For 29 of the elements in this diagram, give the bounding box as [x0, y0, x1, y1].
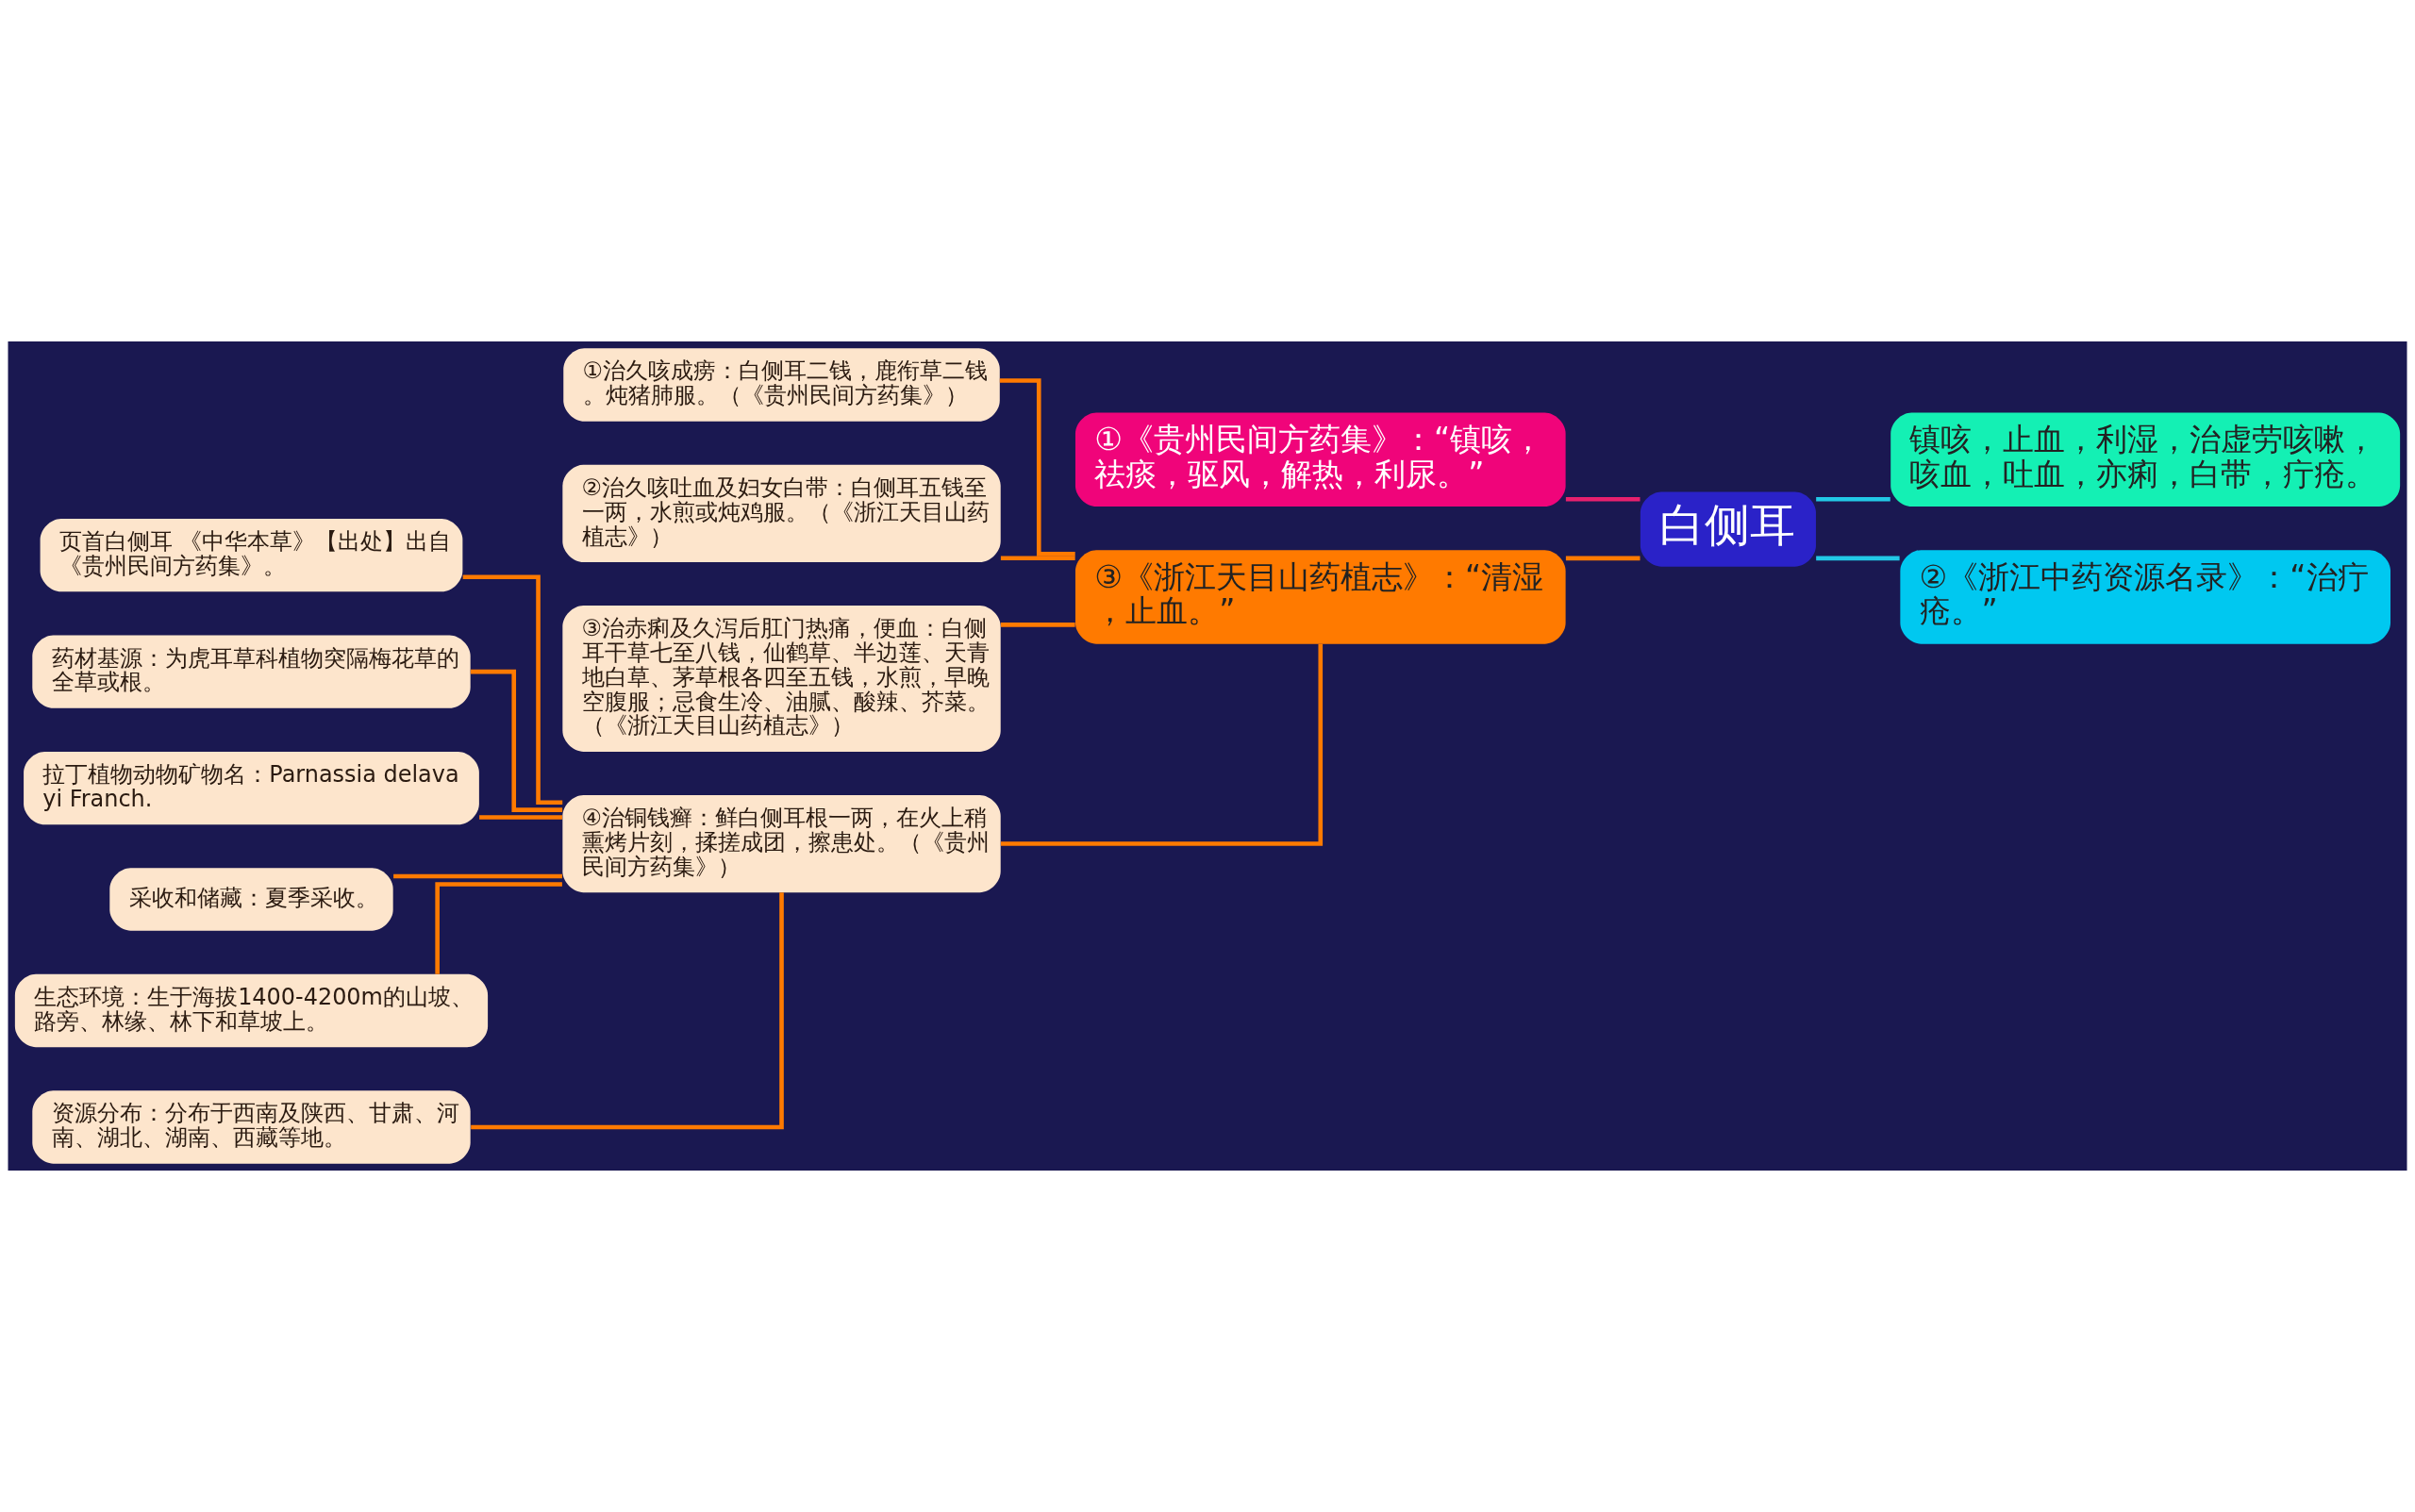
node-box: ③治赤痢及久泻后肛门热痛，便血：白侧耳干草七至八钱，仙鹤草、半边莲、天青地白草、茅草根各四至五钱，水煎，早晚空腹服；忌食生冷、油腻、酸辣、芥菜。（《浙江天目山药植志》）	[562, 606, 1001, 752]
connector	[1565, 496, 1641, 502]
node-box: 药材基源：为虎耳草科植物突隔梅花草的全草或根。	[32, 635, 471, 708]
connector	[393, 873, 562, 879]
node-box: ①《贵州民间方药集》：“镇咳，祛痰，驱风，解热，利尿。”	[1074, 412, 1566, 507]
connector	[1000, 643, 1324, 846]
node-box: ②治久咳吐血及妇女白带：白侧耳五钱至一两，水煎或炖鸡服。（《浙江天目山药植志》）	[562, 464, 1001, 563]
connector	[999, 378, 1075, 557]
connector	[462, 574, 563, 806]
node-box: 采收和储藏：夏季采收。	[109, 868, 393, 931]
node-box: ②《浙江中药资源名录》：“治疔疮。”	[1900, 550, 2390, 644]
node-box: ④治铜钱癣：鲜白侧耳根一两，在火上稍熏烤片刻，揉搓成团，擦患处。（《贵州民间方药集》）	[562, 794, 1001, 893]
connector	[470, 669, 563, 812]
connector	[1816, 556, 1900, 561]
node-box: 生态环境：生于海拔1400-4200m的山坡、路旁、林缘、林下和草坡上。	[14, 973, 489, 1048]
node-box: 白侧耳	[1640, 491, 1816, 567]
node-box: 镇咳，止血，利湿，治虚劳咳嗽，咳血，吐血，亦痢，白带，疔疮。	[1890, 412, 2401, 507]
node-box: 资源分布：分布于西南及陕西、甘肃、河南、湖北、湖南、西藏等地。	[32, 1090, 471, 1164]
connector	[471, 892, 784, 1130]
node-box: ③《浙江天目山药植志》：“清湿，止血。”	[1074, 550, 1566, 644]
connector	[435, 882, 562, 974]
connector	[1000, 623, 1075, 627]
connector	[1816, 496, 1890, 502]
node-box: 页首白侧耳 《中华本草》【出处】出自《贵州民间方药集》。	[40, 518, 463, 592]
connector	[1565, 556, 1641, 561]
node-box: ①治久咳成痨：白侧耳二钱，鹿衔草二钱。炖猪肺服。（《贵州民间方药集》）	[563, 348, 1000, 422]
connector	[1000, 556, 1075, 561]
connector	[479, 815, 562, 820]
node-box: 拉丁植物动物矿物名：Parnassia delavayi Franch.	[24, 751, 479, 825]
